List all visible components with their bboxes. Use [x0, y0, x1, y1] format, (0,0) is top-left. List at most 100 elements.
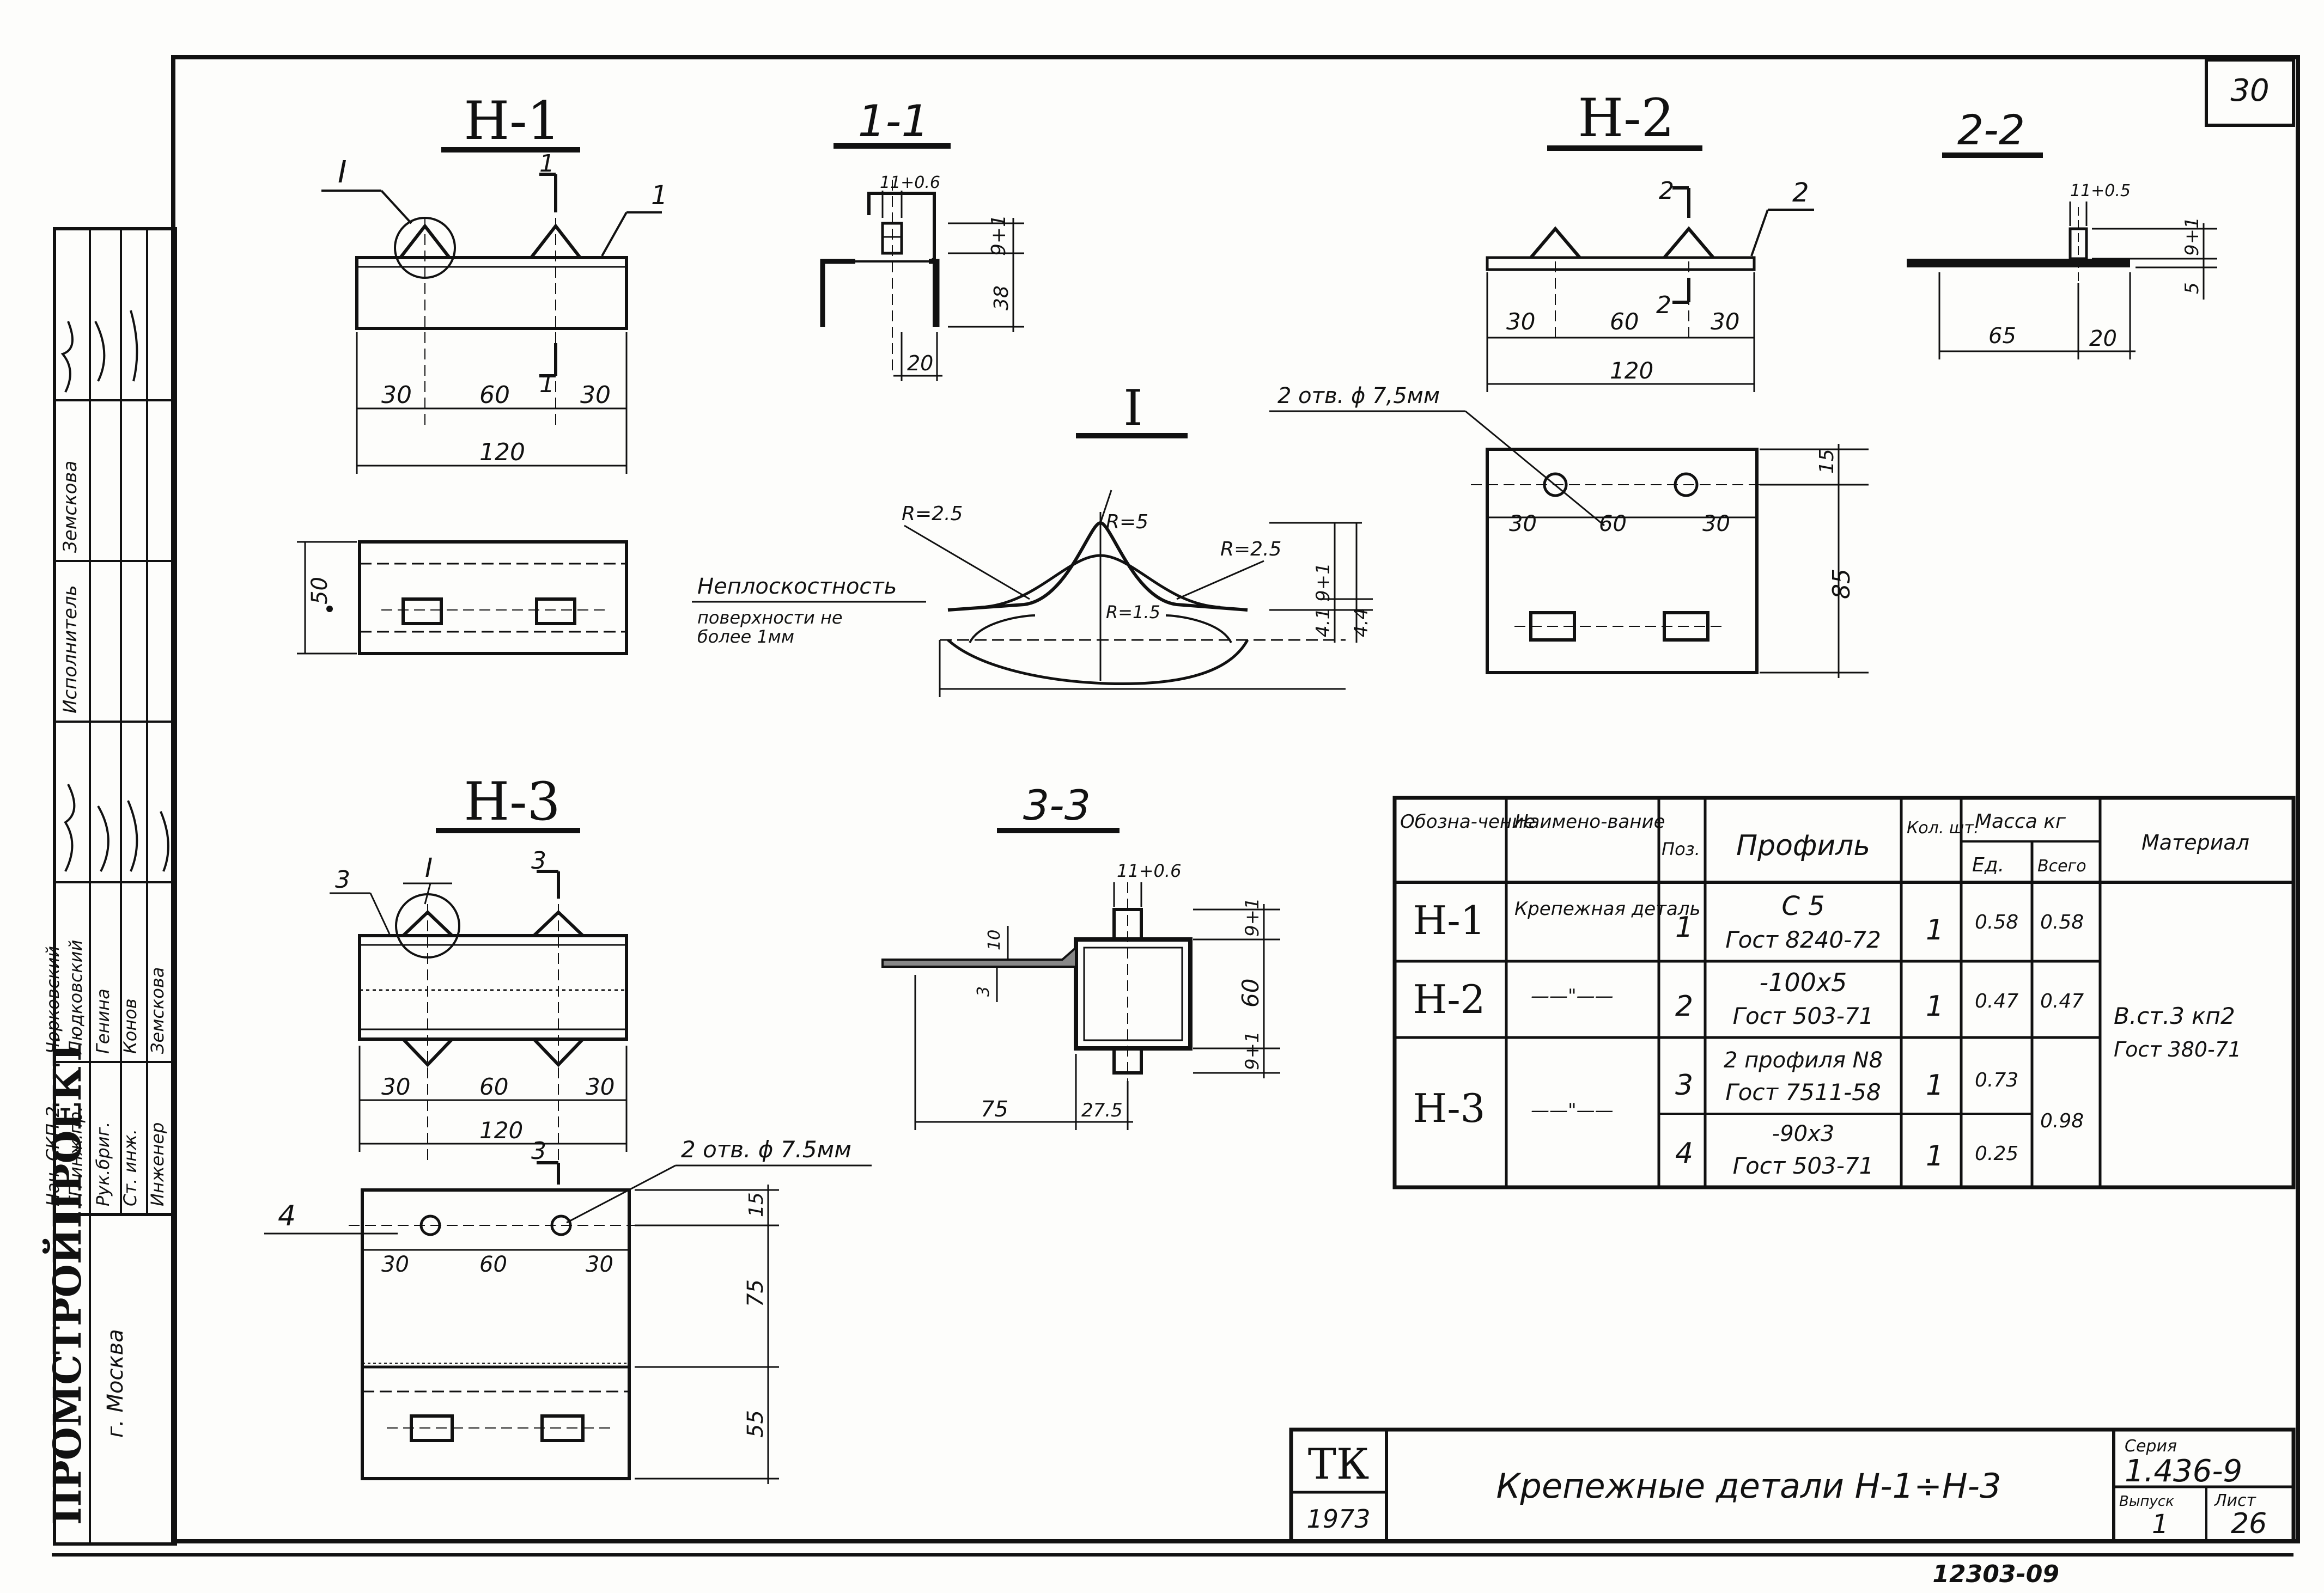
h1-dim-60: 60: [479, 381, 510, 409]
row1-qty: 1: [1926, 914, 1944, 947]
s22-dim-65: 65: [1988, 324, 2016, 349]
th-mass: Масса кг: [1975, 810, 2066, 833]
material-1: В.ст.3 кп2: [2114, 1003, 2235, 1029]
th-pos: Поз.: [1662, 839, 1700, 859]
s33-dim-3: 3: [974, 986, 993, 997]
h1-dim-height: 50: [307, 577, 332, 605]
org-code: ТК: [1308, 1440, 1369, 1489]
h3-plan-dim-60: 60: [479, 1252, 507, 1277]
th-qty: Кол. шт.: [1907, 819, 1979, 838]
h2-pos-mark: 2: [1792, 178, 1809, 208]
row2-designation: Н-2: [1413, 976, 1486, 1022]
th-mass-total: Всего: [2037, 857, 2086, 876]
s33-dim-9a: 9+1: [1242, 898, 1263, 937]
h3-section-top: 3: [531, 847, 546, 875]
h3-detail-ref: I: [425, 853, 433, 883]
row2-qty: 1: [1926, 990, 1944, 1023]
row1-unit: 0.58: [1975, 911, 2018, 933]
detail-r25a: R=2.5: [902, 503, 963, 525]
detail-title: I: [1123, 380, 1143, 437]
material-2: Гост 380-71: [2114, 1037, 2241, 1061]
h3-dim-30b: 30: [586, 1073, 615, 1100]
stamp-executor: Земскова: [59, 461, 81, 553]
view-section-2-2: 2-2 11+0.5 9+1 5 65 20: [1907, 106, 2217, 359]
h1-dim-total: 120: [479, 438, 525, 466]
row4-profile-1: -90х3: [1772, 1121, 1834, 1146]
row3-qty: 1: [1926, 1069, 1944, 1102]
h1-section-bottom: 1: [539, 370, 555, 398]
row1-total: 0.58: [2040, 911, 2084, 933]
row2-profile-2: Гост 503-71: [1733, 1003, 1874, 1029]
left-stamp: ПРОМСТРОЙПРОЕКТ г. Москва Нач. СКП-2 ГП …: [42, 227, 177, 1546]
row3-pos: 3: [1675, 1069, 1693, 1102]
h3-dim-75: 75: [743, 1279, 768, 1307]
stamp-role-1: Нач. СКП-2: [42, 1106, 63, 1206]
row3-profile-1: 2 профиля N8: [1724, 1048, 1883, 1073]
view-h2-elevation: Н-2 2 2 2 30 60 30 120: [1486, 88, 1814, 392]
row4-pos: 4: [1675, 1137, 1693, 1170]
detail-dim-4: 4.1: [1312, 608, 1334, 637]
view-h2-plan: 30 60 30 15 85 2 отв. ϕ 7,5мм: [1269, 383, 1869, 678]
issue-label: Выпуск: [2119, 1493, 2174, 1510]
series: 1.436-9: [2125, 1454, 2242, 1489]
h3-dim-30a: 30: [381, 1073, 410, 1100]
h2-dim-30b: 30: [1711, 308, 1739, 335]
h3-holes-note: 2 отв. ϕ 7.5мм: [681, 1136, 851, 1163]
stamp-name-3: Генина: [93, 988, 113, 1054]
h1-section-top: 1: [539, 150, 555, 178]
detail-dim-9: 9+1: [1312, 563, 1334, 602]
s22-title: 2-2: [1957, 106, 2025, 154]
sheet-number-box: 30: [2205, 58, 2295, 127]
h1-pos-mark: 1: [651, 180, 668, 211]
h2-plan-dim-30b: 30: [1702, 511, 1730, 536]
th-profile: Профиль: [1736, 829, 1870, 862]
s22-dim-9: 9+1: [2181, 217, 2203, 256]
h2-title: Н-2: [1578, 88, 1674, 149]
th-material: Материал: [2142, 831, 2249, 855]
h2-dim-15: 15: [1816, 449, 1838, 474]
stamp-name-5: Земскова: [147, 967, 168, 1054]
spec-table: Обозна-чение Наимено-вание Поз. Профиль …: [1392, 796, 2296, 1189]
row1-name: Крепежная деталь: [1514, 898, 1701, 920]
row3-unit: 0.73: [1975, 1069, 2018, 1091]
stamp-org: ПРОМСТРОЙПРОЕКТ: [42, 1038, 90, 1525]
th-mass-unit: Ед.: [1972, 854, 2004, 876]
h1-title: Н-1: [464, 90, 560, 151]
s33-dim-275: 27.5: [1081, 1100, 1123, 1121]
row4-unit: 0.25: [1975, 1143, 2018, 1165]
row4-profile-2: Гост 503-71: [1733, 1152, 1874, 1179]
stamp-role-3: Рук.бриг.: [93, 1121, 113, 1206]
h2-dim-60: 60: [1610, 308, 1639, 335]
h3-plan-dim-30a: 30: [381, 1252, 409, 1277]
stamp-signatures: [60, 310, 169, 872]
detail-note-1: Неплоскостность: [697, 574, 897, 599]
row1-designation: Н-1: [1413, 898, 1486, 943]
stamp-role-5: Инженер: [147, 1122, 168, 1206]
detail-r15: R=1.5: [1106, 602, 1160, 622]
stamp-city: г. Москва: [103, 1329, 128, 1438]
h2-dim-85: 85: [1828, 569, 1855, 599]
detail-note-3: более 1мм: [697, 626, 794, 647]
view-section-3-3: 3-3 11+0.6 9+1 60 9+1 10 3 75 27.5: [881, 781, 1280, 1130]
row2-total: 0.47: [2040, 990, 2084, 1012]
row3-name: ——"——: [1531, 1100, 1614, 1121]
stamp-name-4: Конов: [120, 998, 141, 1054]
detail-dim-44: 4.4: [1350, 608, 1372, 637]
h3-title: Н-3: [464, 771, 560, 832]
stamp-name-1: Чорковский: [42, 946, 63, 1054]
row2-unit: 0.47: [1975, 990, 2018, 1012]
h2-section-bottom: 2: [1656, 291, 1671, 319]
footer-code: 12303-09: [1932, 1560, 2059, 1588]
h3-pos-mark-4: 4: [278, 1200, 296, 1232]
h3-dim-60: 60: [479, 1073, 508, 1100]
th-name: Наимено-вание: [1514, 811, 1665, 833]
sheet-num: 26: [2231, 1507, 2267, 1540]
s33-dim-9b: 9+1: [1242, 1031, 1263, 1070]
view-h1-plan: 50: [297, 540, 628, 655]
h2-section-top: 2: [1659, 177, 1674, 205]
h1-dim-30b: 30: [580, 381, 611, 409]
row2-name: ——"——: [1531, 985, 1614, 1007]
row2-pos: 2: [1675, 990, 1693, 1023]
row3-total: 0.98: [2040, 1110, 2084, 1132]
